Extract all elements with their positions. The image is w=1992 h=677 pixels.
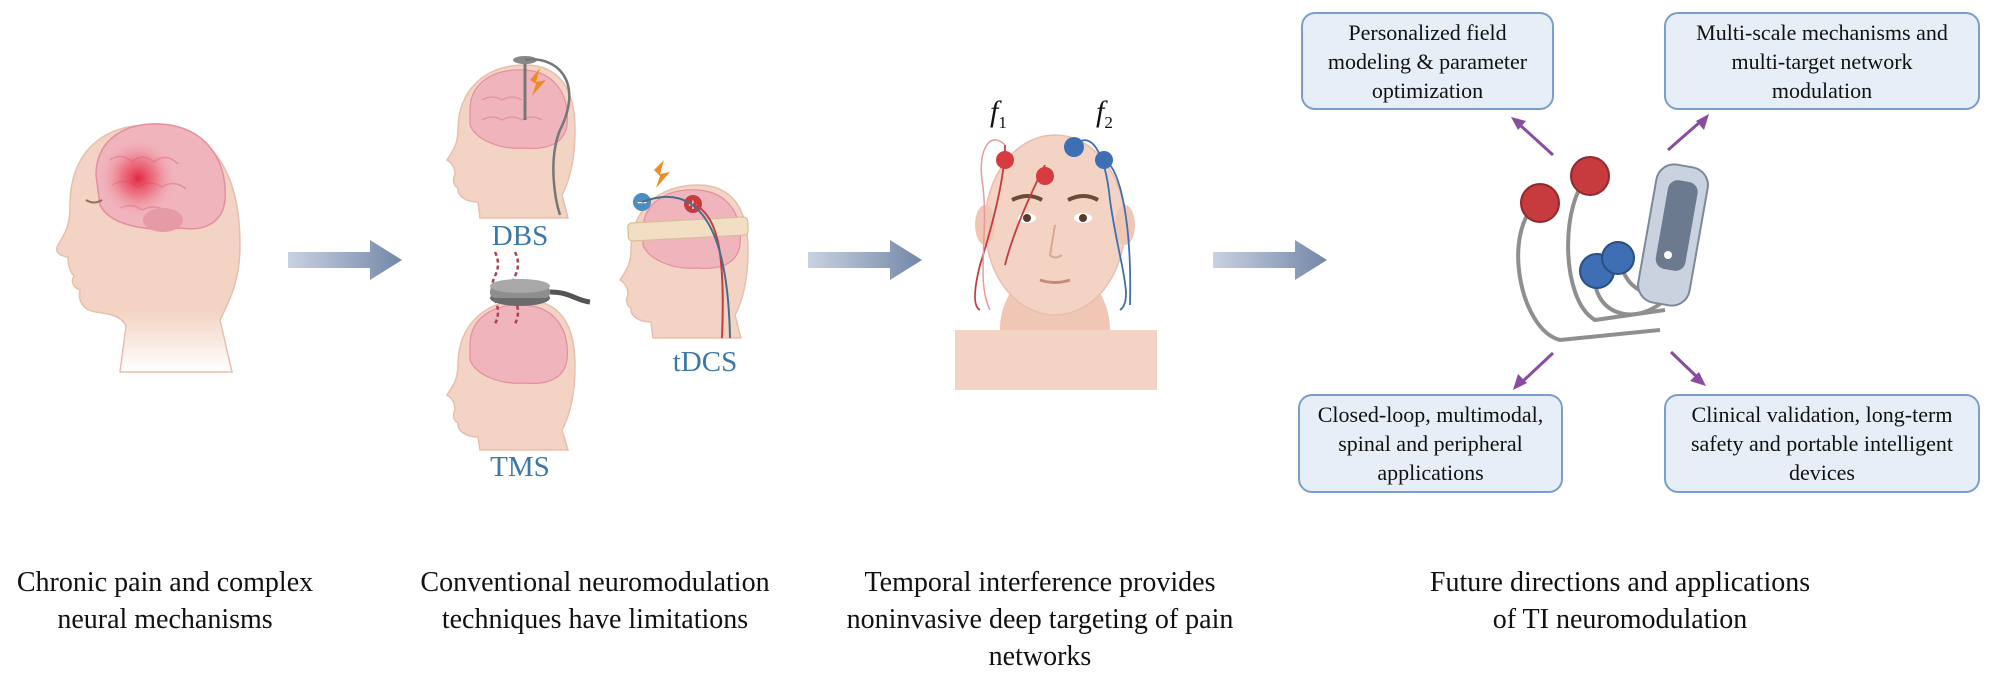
ti-face-icon (955, 134, 1157, 390)
tdcs-head-icon: − + (618, 160, 749, 339)
dbs-label: DBS (491, 220, 549, 252)
tms-head-icon (445, 251, 591, 451)
flow-arrow-1 (288, 240, 402, 280)
frequency-f1-label: f1 (990, 95, 1007, 132)
dbs-head-icon (445, 56, 576, 219)
diagonal-arrow-top-left (1511, 117, 1555, 157)
diagonal-arrow-top-right (1667, 114, 1709, 152)
diagonal-arrow-bottom-left (1513, 351, 1555, 390)
tms-label: TMS (490, 451, 550, 483)
frequency-f2-label: f2 (1096, 95, 1113, 132)
flow-arrow-2 (808, 240, 922, 280)
tdcs-label: tDCS (672, 346, 738, 378)
ti-device-icon (1516, 156, 1709, 343)
diagonal-arrow-bottom-right (1669, 350, 1706, 386)
head-with-pain-icon (56, 123, 241, 373)
future-box-closed-loop: Closed-loop, multimodal,spinal and perip… (1298, 394, 1563, 493)
flow-arrow-3 (1213, 240, 1327, 280)
svg-text:−: − (636, 195, 648, 211)
